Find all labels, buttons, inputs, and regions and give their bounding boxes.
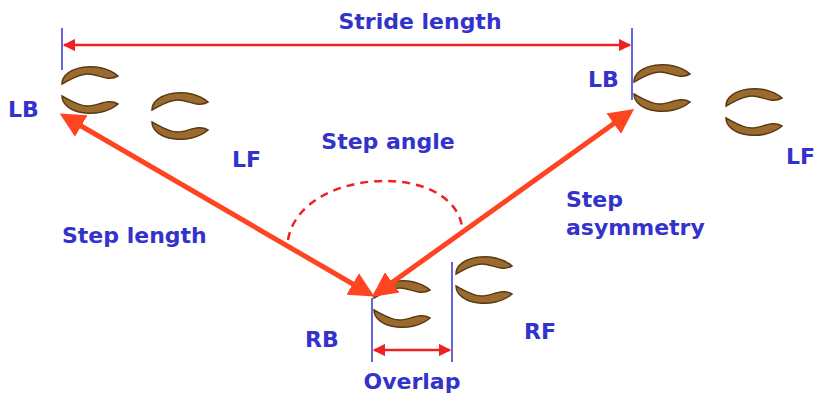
hoof-print	[634, 65, 690, 112]
dimension-label: Step asymmetry	[566, 186, 716, 241]
angle-label: Step angle	[321, 128, 454, 156]
dimension-arrow	[374, 349, 450, 352]
hoof-label: RF	[524, 318, 556, 346]
hoof-label: LB	[588, 66, 619, 94]
dimension-label: Overlap	[364, 368, 461, 396]
hoof-print	[152, 93, 208, 140]
reference-line	[631, 28, 633, 100]
hoof-label: LF	[786, 143, 815, 171]
hoof-label: LB	[8, 96, 39, 124]
reference-line	[61, 28, 63, 70]
reference-line	[451, 262, 453, 362]
dimension-label: Step length	[62, 222, 207, 250]
hoof-label: LF	[232, 146, 261, 174]
hoof-print	[456, 257, 512, 304]
reference-line	[371, 298, 373, 362]
hoof-print	[62, 67, 118, 114]
dimension-arrow	[64, 44, 630, 47]
angle-arc	[288, 181, 462, 240]
dimension-label: Stride length	[338, 8, 501, 36]
hoof-print	[726, 89, 782, 136]
hoof-label: RB	[305, 326, 339, 354]
